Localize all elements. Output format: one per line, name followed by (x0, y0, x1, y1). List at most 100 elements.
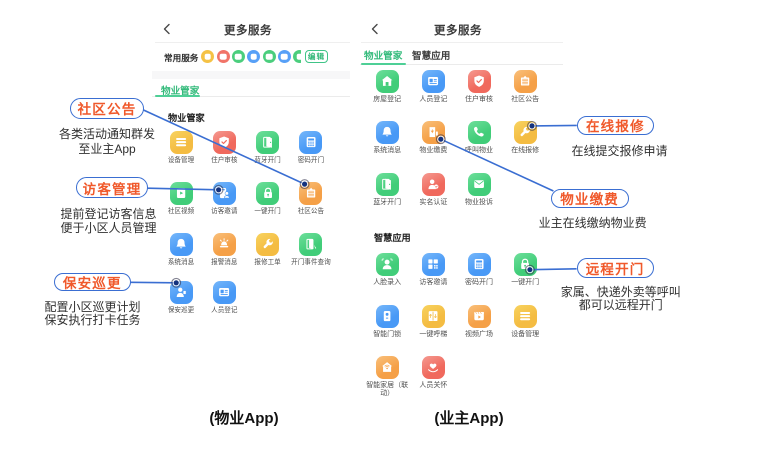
app-label: 社区公告 (511, 95, 540, 103)
callout-desc-line: 提前登记访客信息 (60, 206, 157, 221)
app-item[interactable]: 社区公告 (287, 182, 335, 217)
app-item[interactable]: 人员登记 (409, 69, 457, 105)
app-item[interactable]: 访客邀请 (200, 182, 248, 217)
app-item[interactable]: 蓝牙开门 (244, 131, 292, 166)
guard-icon (169, 281, 193, 304)
face-icon (375, 253, 399, 276)
app-item[interactable]: 一键呼梯 (409, 304, 457, 340)
app-item[interactable]: 物业投诉 (455, 172, 503, 208)
app-item[interactable]: 社区公告 (501, 69, 549, 105)
tab-smart-apps[interactable]: 智慧应用 (412, 50, 451, 62)
quick-green-partial-icon[interactable] (293, 50, 301, 63)
callout-desc-remote-open-door: 家属、快递外卖等呼叫都可以远程开门 (561, 285, 681, 313)
active-tab-underline (155, 94, 200, 97)
app-item[interactable]: 设备管理 (501, 304, 549, 340)
callout-desc-guard-patrol: 配置小区巡更计划保安执行打卡任务 (44, 300, 140, 327)
quick-yellow-icon[interactable] (201, 50, 215, 63)
quick-green2-icon[interactable] (262, 50, 276, 63)
app-label: 物业投诉 (465, 198, 493, 206)
app-item[interactable]: 实名认证 (409, 172, 457, 208)
app-item[interactable]: 开门事件查询 (287, 232, 335, 268)
app-item[interactable]: 人脸录入 (363, 253, 411, 288)
app-item[interactable]: 呼叫物业 (455, 120, 503, 156)
callout-desc-visitor-management: 提前登记访客信息便于小区人员管理 (60, 207, 156, 236)
app-item[interactable]: 住户审核 (200, 131, 248, 166)
callout-pill-online-repair: 在线报修 (576, 116, 654, 135)
callout-desc-line: 至业主App (78, 141, 136, 156)
app-label: 实名认证 (419, 198, 448, 206)
quick-blue2-icon[interactable] (277, 50, 291, 63)
quick-service-glyph (281, 53, 288, 60)
quick-service-glyph (250, 53, 257, 60)
header-divider (155, 42, 350, 43)
app-item[interactable]: 访客邀请 (409, 253, 457, 288)
app-item[interactable]: 密码开门 (455, 253, 503, 288)
app-item[interactable]: 系统消息 (157, 232, 205, 268)
lock-icon (256, 182, 280, 205)
app-item[interactable]: 物业缴费 (409, 120, 457, 156)
app-item[interactable]: 保安巡更 (157, 281, 205, 316)
app-item[interactable]: 房屋登记 (363, 69, 411, 105)
receipt-icon (421, 120, 445, 144)
app-label: 系统消息 (167, 258, 195, 266)
app-label: 密码开门 (297, 157, 325, 164)
wrench-icon (513, 120, 537, 144)
app-item[interactable]: 智能门锁 (363, 304, 411, 340)
app-item[interactable]: 智能家居（联动） (363, 355, 411, 399)
quick-services-label: 常用服务 (164, 52, 199, 63)
callout-desc-property-payment: 业主在线缴纳物业费 (539, 216, 647, 230)
app-label: 社区公告 (297, 208, 325, 215)
back-chevron-icon[interactable] (369, 23, 381, 35)
app-label: 住户审核 (211, 157, 238, 164)
houselink-icon (375, 355, 399, 379)
callout-desc-line: 都可以远程开门 (578, 298, 663, 313)
active-tab-underline (361, 62, 406, 65)
app-item[interactable]: 人员登记 (200, 281, 248, 316)
app-label: 开门事件查询 (291, 258, 331, 266)
app-item[interactable]: 视频广场 (455, 304, 503, 340)
section-title-smart-apps: 智慧应用 (374, 232, 411, 243)
tab-property-manager[interactable]: 物业管家 (364, 50, 403, 62)
app-label: 设备管理 (511, 330, 540, 338)
app-item[interactable]: 系统消息 (363, 120, 411, 156)
edit-button[interactable]: 编辑 (305, 50, 328, 63)
qr-icon (421, 253, 445, 276)
quick-blue-icon[interactable] (247, 50, 261, 63)
app-item[interactable]: 设备管理 (157, 131, 205, 166)
app-label: 设备管理 (167, 157, 195, 164)
app-label: 社区视频 (167, 208, 195, 215)
app-item[interactable]: 密码开门 (287, 131, 335, 166)
keypad-icon (467, 253, 491, 276)
app-label: 报警消息 (211, 258, 238, 266)
quick-service-circle (216, 50, 230, 63)
app-item[interactable]: 社区视频 (157, 182, 205, 217)
shield-icon (467, 69, 491, 93)
app-item[interactable]: 蓝牙开门 (363, 172, 411, 208)
app-label: 访客邀请 (419, 279, 448, 286)
back-chevron-icon[interactable] (161, 23, 173, 35)
page-title: 更多服务 (224, 25, 272, 37)
app-item[interactable]: 人员关怀 (409, 355, 457, 391)
app-item[interactable]: 在线报修 (501, 120, 549, 156)
app-label: 住户审核 (465, 95, 493, 103)
app-item[interactable]: 一键开门 (244, 182, 292, 217)
app-item[interactable]: 住户审核 (455, 69, 503, 105)
app-label: 呼叫物业 (465, 146, 493, 154)
quick-red-icon[interactable] (216, 50, 230, 63)
app-item[interactable]: 报警消息 (200, 232, 248, 268)
app-label: 一键呼梯 (419, 330, 448, 338)
film-icon (467, 304, 491, 328)
section-title-property-manager: 物业管家 (168, 112, 205, 123)
app-label: 人员登记 (419, 95, 448, 103)
idcard-icon (212, 281, 236, 304)
app-item[interactable]: 一键开门 (501, 253, 549, 288)
personcheck-icon (421, 172, 445, 196)
caption-property-app: (物业App) (209, 410, 279, 427)
tab-divider (360, 63, 563, 65)
tab-property-manager[interactable]: 物业管家 (161, 85, 200, 97)
callout-desc-line: 各类活动通知群发 (58, 127, 156, 142)
app-item[interactable]: 报修工单 (244, 232, 292, 268)
app-label: 在线报修 (511, 146, 540, 154)
tab-divider (152, 95, 350, 97)
quick-green-icon[interactable] (231, 50, 245, 63)
